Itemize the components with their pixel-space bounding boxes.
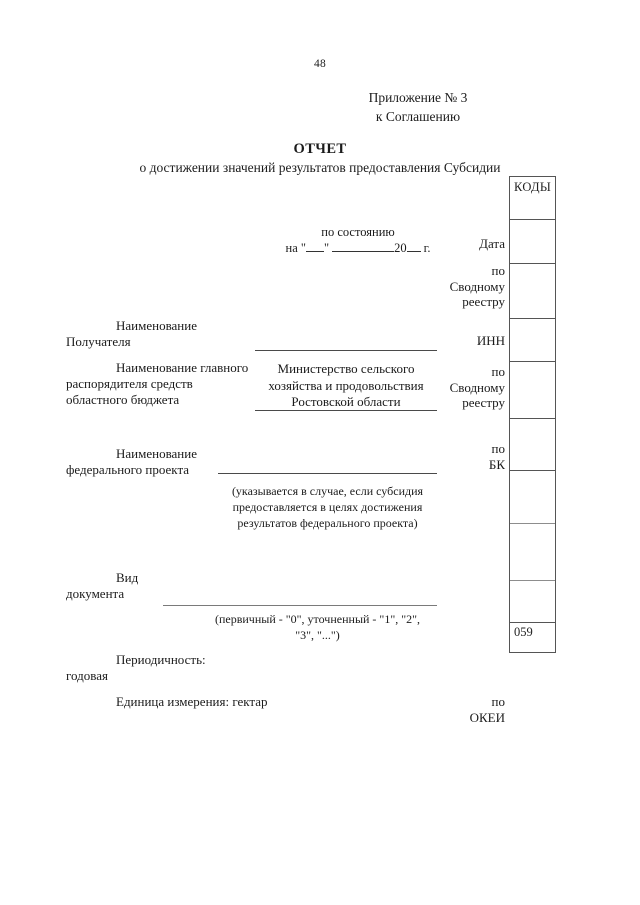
code-cell-periodicity[interactable] xyxy=(510,581,555,623)
date-input-row[interactable]: на " " 20 г. xyxy=(268,240,448,256)
hint-federal-project-l2: предоставляется в целях достижения xyxy=(232,500,423,514)
appendix-number: Приложение № 3 xyxy=(368,90,468,105)
hint-document-type-l1: (первичный - "0", уточненный - "1", "2", xyxy=(214,612,421,626)
hint-federal-project-l1: (указывается в случае, если субсидия xyxy=(231,484,424,498)
report-title: ОТЧЕТ xyxy=(293,141,347,157)
caption-inn: ИНН xyxy=(476,333,505,348)
caption-consolidated-register: по Сводному реестру xyxy=(385,263,505,310)
codes-table: КОДЫ 059 xyxy=(509,176,556,653)
rule-document-type xyxy=(163,605,437,606)
caption-consolidated-register-l3: реестру xyxy=(462,294,505,309)
label-document-type-l1: Вид xyxy=(116,570,139,585)
caption-bk-l2: БК xyxy=(488,456,505,472)
code-cell-document-type[interactable] xyxy=(510,524,555,581)
code-cell-gras-consolidated-register[interactable] xyxy=(510,362,555,419)
page-number: 48 xyxy=(314,58,326,70)
label-periodicity-text: Периодичность: xyxy=(116,652,206,667)
caption-date: Дата xyxy=(479,236,505,251)
label-recipient: Наименование Получателя xyxy=(66,318,296,350)
label-recipient-l1: Наименование xyxy=(116,318,197,333)
hint-document-type-l2: "3", "...") xyxy=(295,628,340,642)
label-unit-of-measure: Единица измерения: гектар xyxy=(116,694,268,709)
label-chief-administrator-l3: областного бюджета xyxy=(66,392,180,407)
caption-bk: по БК xyxy=(385,441,505,472)
code-cell-bk[interactable] xyxy=(510,419,555,471)
label-document-type-l2: документа xyxy=(66,586,125,601)
caption-gras-consolidated-register: по Сводному реестру xyxy=(385,364,505,411)
date-prefix: на " xyxy=(285,241,306,255)
label-document-type: Вид документа xyxy=(66,570,296,602)
rule-chief-administrator xyxy=(255,410,437,411)
date-month-blank[interactable] xyxy=(332,251,395,252)
appendix-reference: Приложение № 3 к Соглашению xyxy=(300,88,536,126)
value-chief-administrator-l3: Ростовской области xyxy=(291,394,401,409)
value-chief-administrator-l1: Министерство сельского xyxy=(277,361,415,376)
rule-federal-project xyxy=(218,473,437,474)
hint-document-type: (первичный - "0", уточненный - "1", "2",… xyxy=(185,611,450,643)
value-periodicity: годовая xyxy=(66,668,108,683)
date-suffix: г. xyxy=(423,241,431,255)
label-recipient-l2: Получателя xyxy=(66,334,131,349)
date-quote-close: " xyxy=(324,241,330,255)
date-year-blank[interactable] xyxy=(406,251,421,252)
label-chief-administrator: Наименование главного распорядителя сред… xyxy=(66,360,296,408)
label-federal-project: Наименование федерального проекта xyxy=(66,446,296,478)
caption-consolidated-register-l1: по xyxy=(491,263,505,278)
hint-federal-project-l3: результатов федерального проекта) xyxy=(237,516,418,530)
value-chief-administrator-l2: хозяйства и продовольствия xyxy=(268,377,424,393)
label-federal-project-l1: Наименование xyxy=(116,446,197,461)
caption-gras-register-l3: реестру xyxy=(462,395,505,410)
rule-recipient xyxy=(255,350,437,351)
appendix-agreement: к Соглашению xyxy=(375,109,461,124)
date-caption: по состоянию xyxy=(321,225,395,239)
caption-okei: по ОКЕИ xyxy=(385,694,505,725)
code-cell-consolidated-register[interactable] xyxy=(510,264,555,319)
date-year-prefix: 20 xyxy=(394,241,407,255)
value-chief-administrator[interactable]: Министерство сельского хозяйства и продо… xyxy=(255,361,437,411)
code-cell-inn[interactable] xyxy=(510,319,555,362)
caption-consolidated-register-l2: Сводному xyxy=(449,278,505,294)
code-cell-federal-project[interactable] xyxy=(510,471,555,524)
date-day-blank[interactable] xyxy=(306,251,324,252)
report-subtitle: о достижении значений результатов предос… xyxy=(139,160,501,175)
caption-bk-l1: по xyxy=(491,441,505,456)
hint-federal-project: (указывается в случае, если субсидия пре… xyxy=(200,483,455,531)
caption-okei-l2: ОКЕИ xyxy=(469,709,505,725)
caption-gras-register-l2: Сводному xyxy=(449,379,505,395)
report-date-field: по состоянию на " " 20 г. xyxy=(268,224,448,256)
caption-gras-register-l1: по xyxy=(491,364,505,379)
code-cell-okei[interactable]: 059 xyxy=(510,623,555,653)
label-federal-project-l2: федерального проекта xyxy=(66,462,190,477)
label-periodicity: Периодичность: годовая xyxy=(66,652,296,684)
label-chief-administrator-l1: Наименование главного xyxy=(116,360,249,375)
label-chief-administrator-l2: распорядителя средств xyxy=(66,376,193,391)
caption-okei-l1: по xyxy=(491,694,505,709)
code-cell-date[interactable] xyxy=(510,220,555,264)
codes-table-header: КОДЫ xyxy=(510,177,555,220)
